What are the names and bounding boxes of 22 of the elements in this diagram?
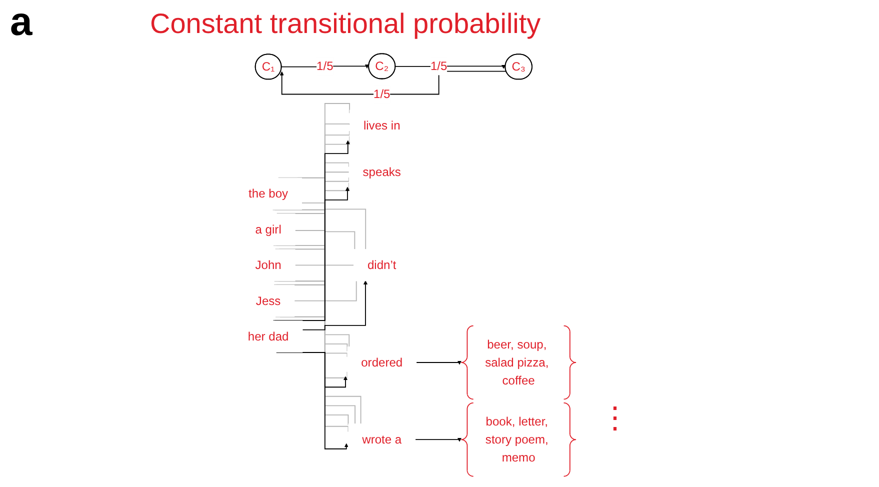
arrow: [281, 64, 369, 68]
node-text: didn’t: [367, 258, 396, 272]
connector: [294, 280, 357, 302]
arrow: [415, 438, 462, 442]
connector: [294, 264, 354, 266]
arrow: [394, 64, 506, 69]
connector: [302, 202, 366, 250]
diagram-title: Constant transitional probability: [150, 8, 541, 40]
arrow: [302, 280, 368, 330]
ellipsis-dots: ⋮: [600, 401, 630, 436]
node-text: book, letter, story poem, memo: [485, 414, 548, 464]
arrow: [274, 186, 350, 321]
connector: [294, 230, 356, 250]
edge-label: 1/5: [316, 59, 334, 73]
arrow: [280, 70, 507, 95]
arrow: [416, 360, 462, 365]
panel-letter: a: [10, 0, 32, 45]
edge-label: 1/5: [373, 87, 390, 101]
edge-label: 1/5: [430, 59, 448, 73]
node-text: beer, soup, salad pizza, coffee: [485, 337, 549, 388]
node-text: lives in: [363, 118, 400, 132]
node-text: wrote a: [362, 432, 402, 446]
